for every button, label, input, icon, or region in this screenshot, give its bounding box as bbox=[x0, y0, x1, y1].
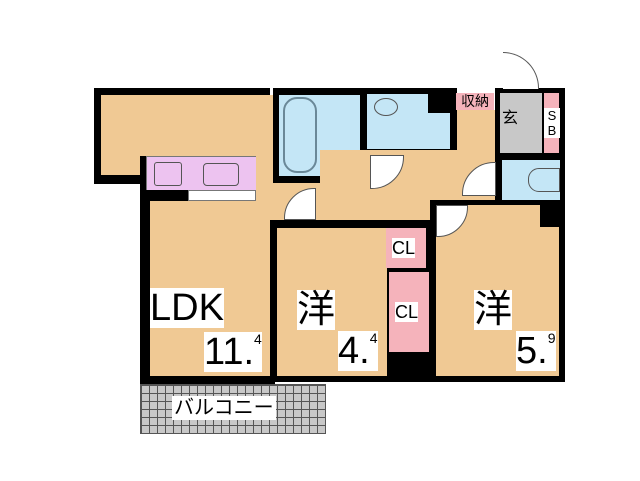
shoe-box-label: SB bbox=[543, 108, 560, 138]
stove-icon bbox=[154, 162, 182, 186]
washbasin-icon bbox=[374, 98, 398, 116]
wash-pillar bbox=[428, 93, 450, 113]
closet-1-label: CL bbox=[392, 238, 416, 258]
ldk-size-main: 11. bbox=[204, 331, 255, 373]
western-room-1-label: 洋 bbox=[297, 289, 336, 331]
kitchen-wall bbox=[140, 156, 150, 396]
western-room-1-size-main: 4. bbox=[338, 330, 370, 372]
sink-icon bbox=[203, 163, 239, 186]
shoe-box: SB bbox=[543, 93, 560, 153]
kitchen-base bbox=[146, 190, 188, 201]
corridor-north bbox=[457, 110, 497, 155]
toilet bbox=[502, 160, 560, 200]
ldk-size-decimal: 4 bbox=[254, 331, 262, 347]
entrance-door[interactable] bbox=[503, 52, 539, 89]
kitchen-shelf bbox=[188, 190, 256, 201]
western-room-2-size: 5.9 bbox=[516, 331, 556, 371]
room2-pillar bbox=[540, 205, 560, 227]
western-room-2-size-main: 5. bbox=[516, 330, 548, 372]
entrance-label: 玄 bbox=[502, 110, 519, 127]
closet-2-label: CL bbox=[395, 302, 419, 322]
ldk-size: 11.4 bbox=[204, 332, 262, 372]
toilet-icon bbox=[528, 168, 560, 192]
ldk-right-strip bbox=[256, 95, 274, 201]
bathtub-icon bbox=[283, 97, 317, 173]
entrance bbox=[500, 93, 542, 153]
storage-label: 収納 bbox=[456, 93, 494, 110]
western-room-1-size: 4.4 bbox=[338, 331, 378, 371]
ldk-bottom-wall bbox=[140, 376, 275, 384]
western-room-2-label: 洋 bbox=[474, 289, 513, 331]
ldk-label: LDK bbox=[150, 287, 224, 329]
western-room-2-size-decimal: 9 bbox=[547, 330, 556, 346]
balcony-label: バルコニー bbox=[172, 396, 276, 420]
western-room-1-size-decimal: 4 bbox=[369, 330, 378, 346]
